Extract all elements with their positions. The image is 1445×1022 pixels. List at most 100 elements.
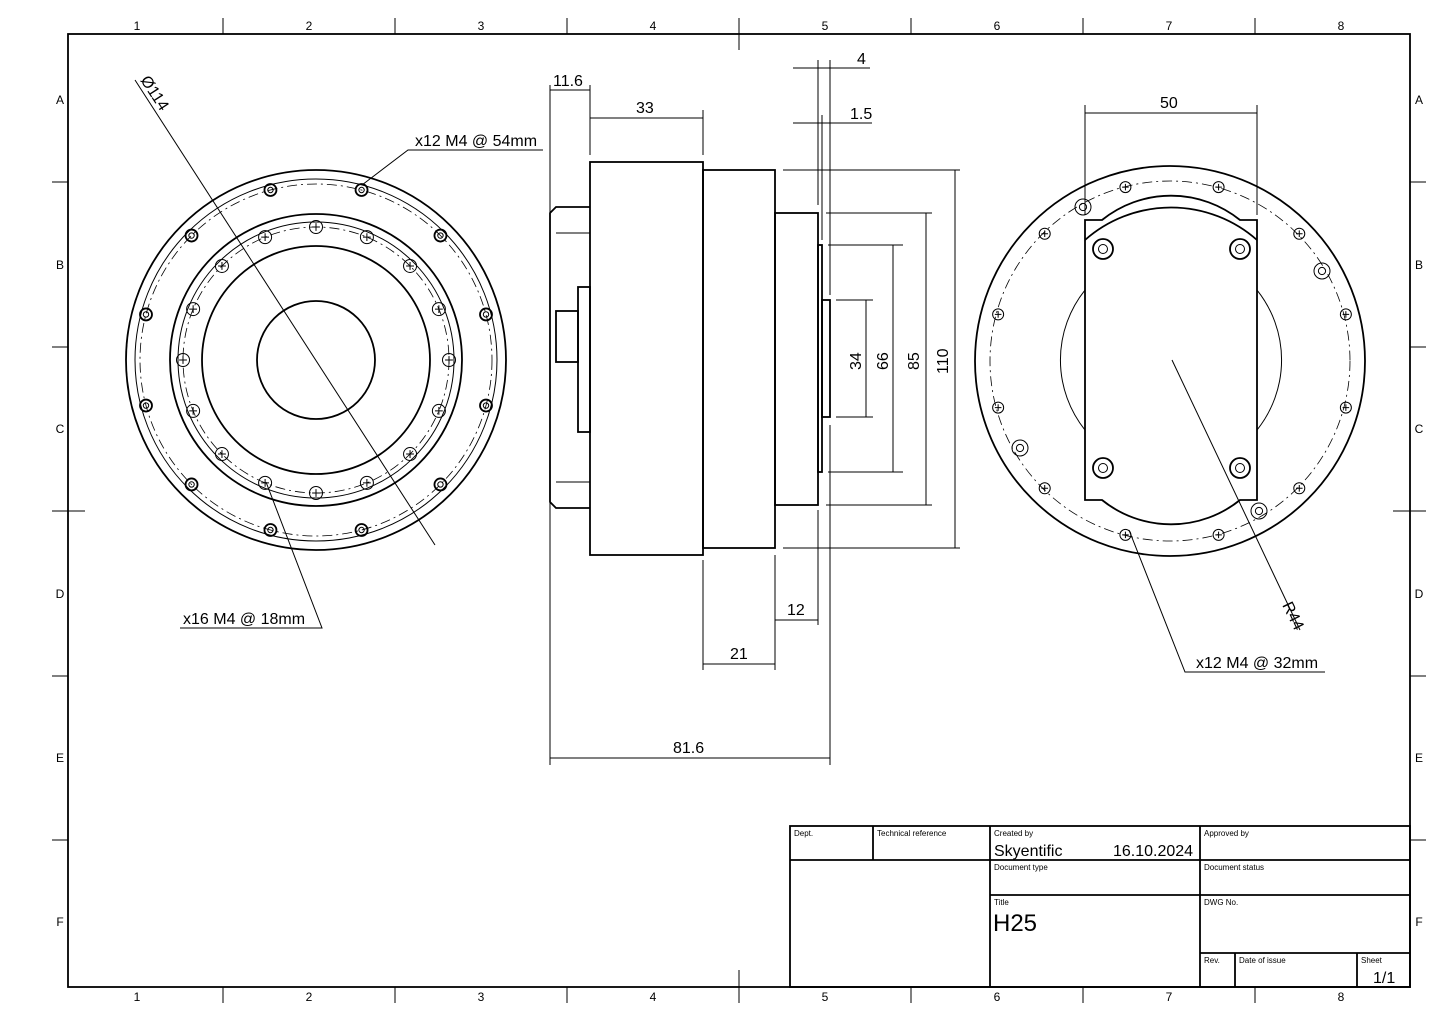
dept-label: Dept.: [794, 829, 813, 838]
title-label: Title: [994, 898, 1009, 907]
bolt-hole: [1313, 262, 1331, 280]
width-50: 50: [1160, 95, 1178, 112]
hole-center-mark: [994, 404, 1002, 411]
hole-center-mark: [1215, 183, 1222, 191]
row-label: C: [1415, 422, 1424, 436]
dim-4: 4: [857, 51, 866, 68]
bolt-hole: [1250, 502, 1268, 520]
hole-center-mark: [179, 356, 187, 364]
bolt-hole: [1212, 181, 1225, 194]
hole-center-mark: [1215, 531, 1222, 539]
bolt-hole: [184, 477, 199, 492]
bolt-hole: [1229, 238, 1251, 260]
bolt-hole: [433, 228, 448, 243]
hole-center-mark: [1122, 531, 1129, 539]
col-label: 5: [822, 990, 829, 1004]
date-of-issue-label: Date of issue: [1239, 956, 1286, 965]
dim-1-5: 1.5: [850, 106, 872, 123]
hole-center-mark: [362, 233, 371, 242]
created-by-value: Skyentific: [994, 843, 1062, 860]
plate-holes: [1092, 238, 1251, 479]
bolt-hole: [479, 398, 493, 413]
hole-inner: [1235, 244, 1245, 254]
sheet-value: 1/1: [1373, 970, 1395, 987]
doc-status-label: Document status: [1204, 863, 1264, 872]
dwg-no-label: DWG No.: [1204, 898, 1238, 907]
drawing-title: H25: [993, 910, 1037, 937]
row-label: E: [56, 751, 64, 765]
bolt-hole: [359, 475, 374, 490]
diameter-label: Ø114: [137, 73, 172, 114]
approved-by-label: Approved by: [1204, 829, 1249, 838]
bolt-hole: [1212, 528, 1225, 541]
row-label: A: [1415, 93, 1423, 107]
bolt-hole: [403, 447, 418, 462]
bolt-hole: [309, 220, 323, 234]
bolt-hole: [176, 353, 190, 367]
row-label: B: [1415, 258, 1423, 272]
col-label: 1: [134, 19, 141, 33]
hole-inner: [1254, 506, 1264, 516]
bolt-hole: [263, 183, 278, 197]
hole-inner: [142, 402, 150, 409]
hole-inner: [358, 186, 365, 194]
col-label: 2: [306, 19, 313, 33]
hole-inner: [188, 481, 195, 488]
dim-81-6: 81.6: [673, 740, 704, 757]
hole-inner: [1015, 443, 1025, 453]
hole-center-mark: [1295, 484, 1303, 492]
hole-inner: [188, 232, 195, 239]
dim-66: 66: [875, 352, 892, 370]
hole-center-mark: [1342, 404, 1350, 411]
bolt-hole: [186, 403, 201, 418]
row-label: D: [56, 587, 65, 601]
bolt-hole: [442, 353, 456, 367]
dim-11-6: 11.6: [553, 73, 583, 90]
front-view: Ø114 x12 M4 @ 54mm x16 M4 @ 18mm: [125, 73, 543, 629]
hole-inner: [1235, 463, 1245, 473]
sheet-frame: 1 2 3 4 5 6 7 8 1 2 3 4 5 6 7 8 A B C D …: [52, 18, 1426, 1004]
dim-85: 85: [906, 352, 923, 370]
created-by-label: Created by: [994, 829, 1033, 838]
bolt-hole: [184, 228, 199, 243]
bolt-hole: [1011, 439, 1029, 457]
dim-21: 21: [730, 646, 748, 663]
hole-inner: [482, 311, 490, 318]
dim-34: 34: [848, 352, 865, 370]
row-label: D: [1415, 587, 1424, 601]
col-label: 6: [994, 19, 1001, 33]
dim-110: 110: [935, 348, 952, 374]
bolt-hole: [359, 230, 374, 245]
bolt-hole: [309, 486, 323, 500]
title-block: Dept. Technical reference Created by Sky…: [789, 825, 1411, 988]
bolt-hole: [1038, 482, 1051, 495]
bolt-hole: [433, 477, 448, 492]
hole-center-mark: [1041, 230, 1049, 238]
bolt-hole: [258, 230, 273, 245]
dim-12: 12: [787, 602, 805, 619]
tech-ref-label: Technical reference: [877, 829, 947, 838]
col-label: 7: [1166, 19, 1173, 33]
hole-inner: [142, 311, 150, 318]
col-label: 5: [822, 19, 829, 33]
hole-inner: [267, 186, 274, 194]
dim-33: 33: [636, 100, 654, 117]
hole-inner: [1078, 202, 1088, 212]
hole-inner: [437, 232, 444, 239]
rear-holes-label: x12 M4 @ 32mm: [1196, 655, 1318, 672]
hole-center-mark: [1122, 183, 1129, 191]
bolt-hole: [354, 523, 369, 537]
col-label: 8: [1338, 19, 1345, 33]
row-label: F: [1415, 915, 1422, 929]
inner-holes-label: x16 M4 @ 18mm: [183, 611, 305, 628]
bolt-hole: [1339, 401, 1352, 414]
sheet-label: Sheet: [1361, 956, 1383, 965]
col-label: 4: [650, 19, 657, 33]
col-label: 3: [478, 990, 485, 1004]
col-label: 6: [994, 990, 1001, 1004]
bolt-hole: [403, 258, 418, 273]
bolt-hole: [1119, 181, 1132, 194]
hole-center-mark: [994, 311, 1002, 318]
bolt-hole: [1293, 482, 1306, 495]
